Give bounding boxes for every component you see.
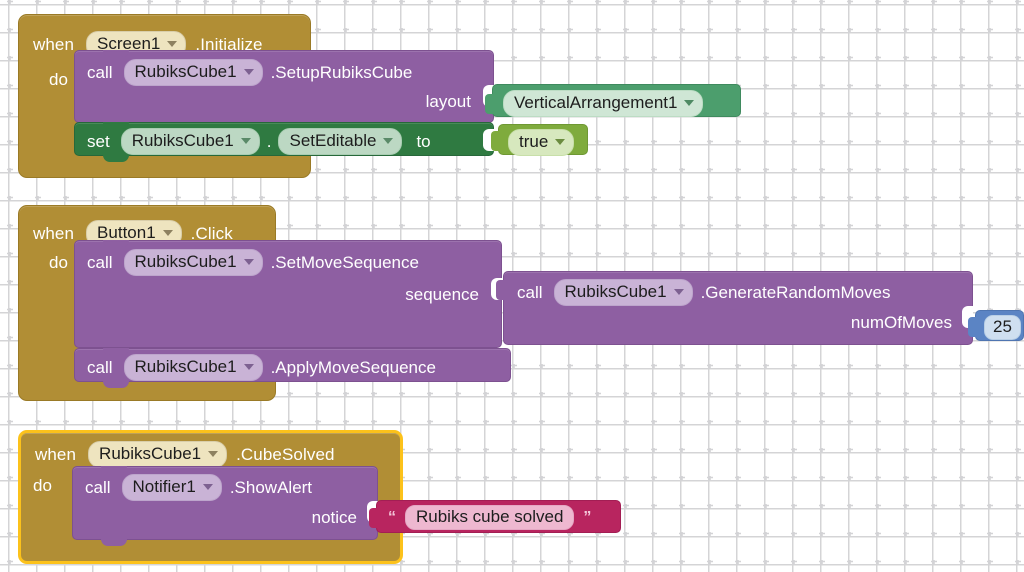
left-plug [491,131,501,151]
component-dropdown-label: Notifier1 [132,477,196,496]
logic-dropdown[interactable]: true [508,129,575,156]
call-header-row: call RubiksCube1 .SetupRubiksCube [87,59,412,86]
left-plug [496,280,506,300]
param-label-numofmoves: numOfMoves [850,313,952,332]
component-dropdown-rubikscube1[interactable]: RubiksCube1 [123,249,263,276]
chevron-down-icon [202,484,213,490]
getter-dropdown-label: VerticalArrangement1 [514,93,678,112]
component-dropdown-rubikscube1[interactable]: RubiksCube1 [553,279,693,306]
setter-block-rubikscube1-seteditable[interactable]: set RubiksCube1 . SetEditable to [74,122,494,162]
event-name-label: .CubeSolved [236,444,335,464]
block-bottom-notch [103,381,129,388]
method-name-label: .SetMoveSequence [270,252,419,272]
text-value-field[interactable]: Rubiks cube solved [405,505,575,530]
component-dropdown-label: RubiksCube1 [134,62,237,81]
logic-block-true[interactable]: true [491,124,588,156]
component-dropdown-notifier1[interactable]: Notifier1 [121,474,222,501]
method-name-label: .SetupRubiksCube [270,62,413,82]
do-label-row: do [33,476,52,496]
left-plug [485,94,495,114]
text-value: Rubiks cube solved [416,507,564,526]
do-keyword: do [49,70,69,89]
math-number-block-25[interactable]: 25 [968,310,1024,341]
setter-dot: . [266,131,272,151]
chevron-down-icon [383,138,394,144]
chevron-down-icon [243,364,254,370]
setter-row: set RubiksCube1 . SetEditable to [87,128,431,155]
chevron-down-icon [240,138,251,144]
call-header-row: call RubiksCube1 .SetMoveSequence [87,249,419,276]
method-call-notifier1-showalert[interactable]: call Notifier1 .ShowAlert notice [72,466,378,546]
logic-dropdown-label: true [519,132,549,151]
do-label-row: do [49,70,68,90]
chevron-down-icon [162,230,173,236]
number-value: 25 [993,317,1012,336]
setter-component-dropdown[interactable]: RubiksCube1 [120,128,260,155]
call-keyword: call [87,62,113,82]
text-row: “ Rubiks cube solved ” [388,505,591,530]
set-keyword: set [87,131,110,151]
param-label-notice: notice [311,508,357,527]
number-row: 25 [984,315,1021,340]
block-bottom-notch [103,155,129,162]
when-keyword: when [33,34,75,54]
method-name-label: .GenerateRandomMoves [700,282,891,302]
chevron-down-icon [167,41,178,47]
component-dropdown-label: RubiksCube1 [99,444,202,463]
call-header-row: call RubiksCube1 .GenerateRandomMoves [517,279,891,306]
component-dropdown-label: RubiksCube1 [134,357,237,376]
component-dropdown-label: RubiksCube1 [134,252,237,271]
to-keyword: to [416,131,431,151]
chevron-down-icon [673,289,684,295]
block-top-notch [101,466,127,473]
left-plug [369,508,379,528]
call-keyword: call [517,282,543,302]
do-keyword: do [33,476,53,495]
chevron-down-icon [243,259,254,265]
chevron-down-icon [684,100,695,106]
call-keyword: call [87,357,113,377]
chevron-down-icon [555,139,566,145]
chevron-down-icon [208,451,219,457]
component-dropdown-label: RubiksCube1 [564,282,667,301]
method-call-setmovesequence[interactable]: call RubiksCube1 .SetMoveSequence sequen… [74,240,502,348]
left-plug [968,317,978,337]
do-keyword: do [49,253,69,272]
when-keyword: when [33,223,75,243]
block-top-notch [103,50,129,57]
call-header-row: call Notifier1 .ShowAlert [85,474,312,501]
param-label-sequence: sequence [405,285,479,304]
chevron-down-icon [243,69,254,75]
component-getter-verticalarrangement1[interactable]: VerticalArrangement1 [485,84,741,117]
close-quote-glyph: ” [583,508,592,526]
call-keyword: call [85,477,111,497]
setter-property-label: SetEditable [289,131,377,150]
call-keyword: call [87,252,113,272]
do-label-row: do [49,253,68,273]
getter-row: VerticalArrangement1 [503,90,704,117]
call-header-row: call RubiksCube1 .ApplyMoveSequence [87,354,436,381]
setter-component-label: RubiksCube1 [131,131,234,150]
method-name-label: .ApplyMoveSequence [270,357,436,377]
method-call-generaterandommoves[interactable]: call RubiksCube1 .GenerateRandomMoves nu… [496,271,973,345]
getter-dropdown[interactable]: VerticalArrangement1 [503,90,704,117]
number-field[interactable]: 25 [984,315,1021,340]
method-call-setup-rubikscube[interactable]: call RubiksCube1 .SetupRubiksCube layout [74,50,494,123]
text-block-rubiks-cube-solved[interactable]: “ Rubiks cube solved ” [369,500,621,533]
component-dropdown-rubikscube1[interactable]: RubiksCube1 [88,441,228,468]
open-quote-glyph: “ [388,508,396,526]
component-dropdown-rubikscube1[interactable]: RubiksCube1 [123,354,263,381]
when-keyword: when [35,444,77,464]
method-call-applymovesequence[interactable]: call RubiksCube1 .ApplyMoveSequence [74,348,511,388]
method-name-label: .ShowAlert [229,477,313,497]
setter-property-dropdown[interactable]: SetEditable [278,128,403,155]
block-bottom-notch [101,539,127,546]
block-top-notch [103,240,129,247]
component-dropdown-rubikscube1[interactable]: RubiksCube1 [123,59,263,86]
logic-row: true [508,129,575,156]
param-label-layout: layout [425,92,471,111]
event-header-row: when RubiksCube1 .CubeSolved [35,441,335,468]
